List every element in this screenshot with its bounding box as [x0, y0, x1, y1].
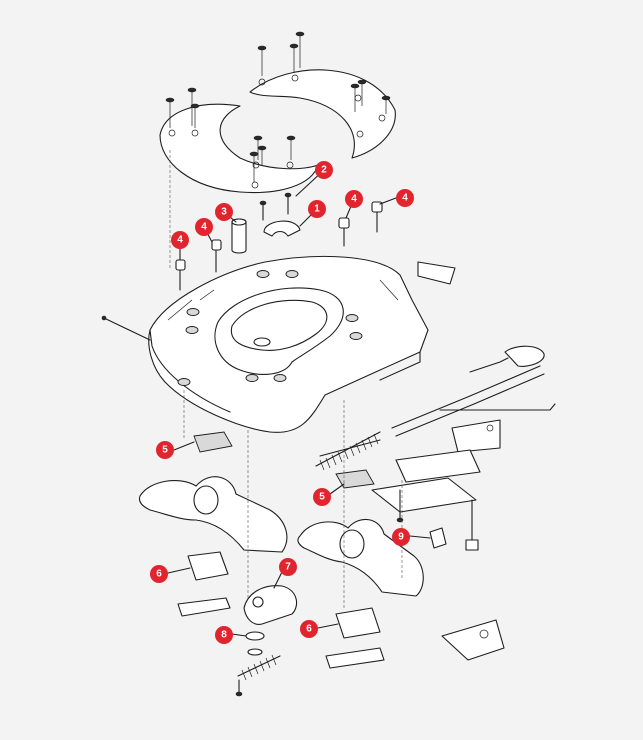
callout-7: 7: [279, 558, 297, 576]
callout-label: 4: [402, 193, 408, 204]
part-9-block: [429, 527, 447, 549]
callout-3: 3: [215, 203, 233, 221]
callout-label: 2: [321, 165, 327, 176]
cable: [101, 315, 151, 341]
part-6-block-left: [177, 551, 231, 617]
callout-label: 6: [306, 624, 312, 635]
callout-label: 6: [156, 569, 162, 580]
callout-4c: 4: [345, 190, 363, 208]
mount-bracket-left: [138, 476, 288, 553]
callout-2: 2: [315, 161, 333, 179]
wear-plate-left: [159, 103, 319, 194]
callout-4a: 4: [171, 231, 189, 249]
lock-linkage: [319, 439, 481, 551]
callout-6b: 6: [300, 620, 318, 638]
callout-label: 5: [319, 492, 325, 503]
callout-label: 4: [351, 194, 357, 205]
release-handle: [391, 345, 556, 453]
callouts: 1 2 3 4 4 4 4 5: [150, 161, 431, 644]
callout-8: 8: [215, 626, 233, 644]
callout-1: 1: [308, 200, 326, 218]
part-5-pad-left: [193, 431, 233, 453]
top-bolts: [165, 31, 391, 182]
callout-4d: 4: [396, 189, 414, 207]
callout-label: 5: [162, 445, 168, 456]
callout-label: 1: [314, 204, 320, 215]
callout-4b: 4: [195, 218, 213, 236]
bottom-right-plate: [441, 619, 505, 661]
callout-9: 9: [392, 528, 410, 546]
part-7-lock-jaw: [243, 585, 298, 625]
spring-upper: [315, 431, 381, 471]
callout-6a: 6: [150, 565, 168, 583]
part-1-wedge: [263, 220, 301, 237]
wear-plate-right: [249, 69, 396, 159]
part-8-ring: [245, 631, 265, 656]
part-2-bolts: [259, 192, 292, 221]
callout-label: 7: [285, 562, 291, 573]
part-4-bolts: [175, 201, 383, 291]
top-plate: [148, 255, 456, 433]
mount-bracket-right: [297, 518, 424, 597]
callout-label: 9: [398, 532, 404, 543]
callout-label: 3: [221, 207, 227, 218]
callout-5b: 5: [313, 488, 331, 506]
part-6-block-right: [325, 607, 385, 669]
callout-label: 8: [221, 630, 227, 641]
part-3-pin: [231, 218, 247, 254]
callout-label: 4: [177, 235, 183, 246]
spring-lower: [235, 654, 281, 697]
part-5-pad-right: [335, 469, 375, 489]
callout-label: 4: [201, 222, 207, 233]
callout-5a: 5: [156, 441, 174, 459]
